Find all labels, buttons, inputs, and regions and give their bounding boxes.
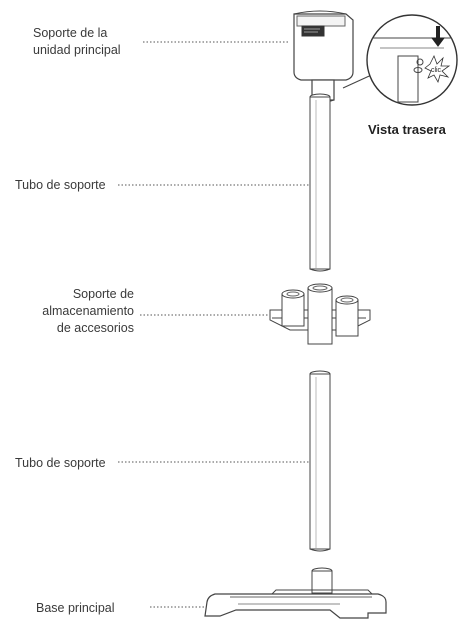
label-main-base: Base principal: [36, 600, 115, 617]
label-accessory-holder: Soporte de almacenamiento de accesorios: [10, 286, 134, 337]
label-line: Base principal: [36, 601, 115, 615]
main-base-drawing: [204, 567, 387, 619]
main-unit-holder-drawing: [293, 10, 354, 103]
rear-view-caption: Vista trasera: [368, 122, 446, 137]
label-line: Tubo de soporte: [15, 456, 106, 470]
label-support-tube-2: Tubo de soporte: [15, 455, 106, 472]
support-tube-lower-drawing: [309, 370, 331, 552]
accessory-holder-drawing: [269, 283, 371, 345]
label-line: Soporte de la: [33, 26, 108, 40]
label-line: Tubo de soporte: [15, 178, 106, 192]
label-support-tube-1: Tubo de soporte: [15, 177, 106, 194]
click-text: clic: [431, 67, 442, 74]
label-line: almacenamiento: [42, 304, 134, 318]
label-line: Soporte de: [72, 287, 134, 301]
label-line: de accesorios: [56, 321, 134, 335]
support-tube-upper-drawing: [309, 93, 331, 272]
rear-view-callout: [342, 14, 458, 106]
label-line: unidad principal: [33, 43, 121, 57]
label-main-unit-holder: Soporte de la unidad principal: [33, 25, 121, 59]
